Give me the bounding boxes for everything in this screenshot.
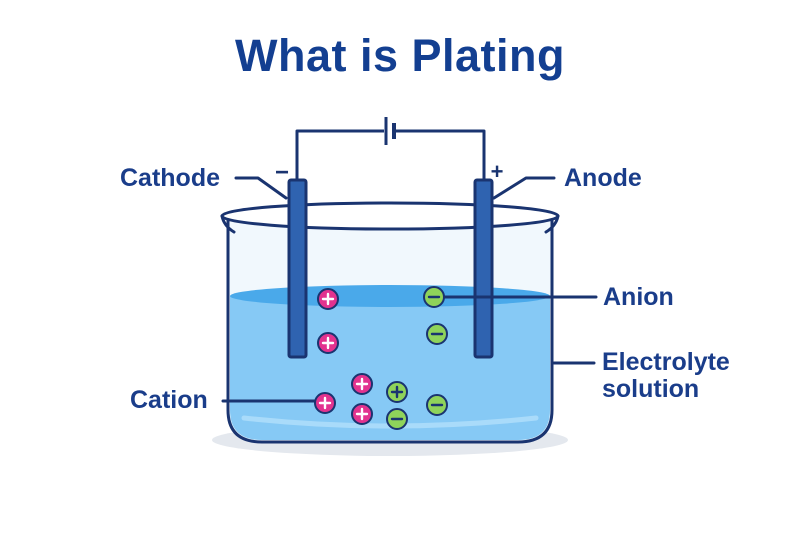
anion-particle [423, 286, 445, 308]
beaker-rim [220, 201, 560, 231]
anode-electrode [473, 178, 494, 359]
electrolyte-label-line2: solution [602, 375, 700, 403]
cathode-label: Cathode [120, 164, 220, 192]
anion-particle [426, 323, 448, 345]
cation-particle [314, 392, 336, 414]
anion-label: Anion [603, 283, 674, 311]
beaker-lip [544, 214, 560, 234]
cathode-leader-line [234, 176, 288, 200]
anion-particle [426, 394, 448, 416]
anion-particle [386, 381, 408, 403]
anode-leader-line [492, 176, 556, 200]
liquid-surface [230, 285, 550, 307]
cation-particle [317, 332, 339, 354]
cathode-polarity-sign: − [275, 159, 289, 186]
circuit-wire [295, 129, 486, 182]
cation-particle [351, 373, 373, 395]
electrolyte-liquid [230, 296, 550, 440]
beaker-lip [220, 214, 236, 234]
page-title: What is Plating [234, 30, 565, 81]
ions-group [314, 286, 448, 430]
cation-particle [351, 403, 373, 425]
electrolyte-label-line1: Electrolyte [602, 348, 730, 376]
anode-polarity-sign: + [491, 159, 504, 184]
anion-particle [386, 408, 408, 430]
cation-label: Cation [130, 386, 208, 414]
cathode-electrode [287, 178, 308, 359]
anode-label: Anode [564, 164, 642, 192]
cation-particle [317, 288, 339, 310]
